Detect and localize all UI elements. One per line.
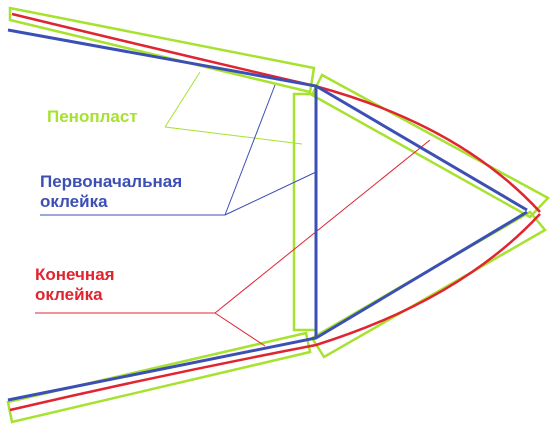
- final-layup-label-line-1: Конечная: [35, 265, 115, 284]
- final-leader-1: [214, 139, 431, 314]
- foam-label-text: Пенопласт: [47, 107, 138, 126]
- initial-leader-1: [224, 84, 276, 216]
- final-layup-label-line-2: оклейка: [35, 285, 103, 304]
- final-layup-lower: [9, 213, 541, 412]
- initial-layup-lower: [7, 210, 528, 402]
- initial-layup: [7, 28, 528, 402]
- foam-leader-2: [164, 126, 303, 145]
- foam-lower-skin: [6, 331, 312, 424]
- foam-vertical-insert: [292, 92, 318, 332]
- foam-upper-skin: [8, 6, 316, 94]
- final-layup: [9, 12, 541, 412]
- initial-layup-label-line-2: оклейка: [40, 192, 108, 211]
- foam-label: Пенопласт: [47, 107, 138, 127]
- initial-layup-label: Первоначальная оклейка: [40, 172, 182, 212]
- initial-layup-label-line-1: Первоначальная: [40, 172, 183, 191]
- final-layup-label: Конечная оклейка: [35, 265, 115, 305]
- initial-leader-2: [224, 171, 317, 216]
- final-leader-2: [214, 312, 266, 347]
- foam-leader-1: [164, 71, 201, 128]
